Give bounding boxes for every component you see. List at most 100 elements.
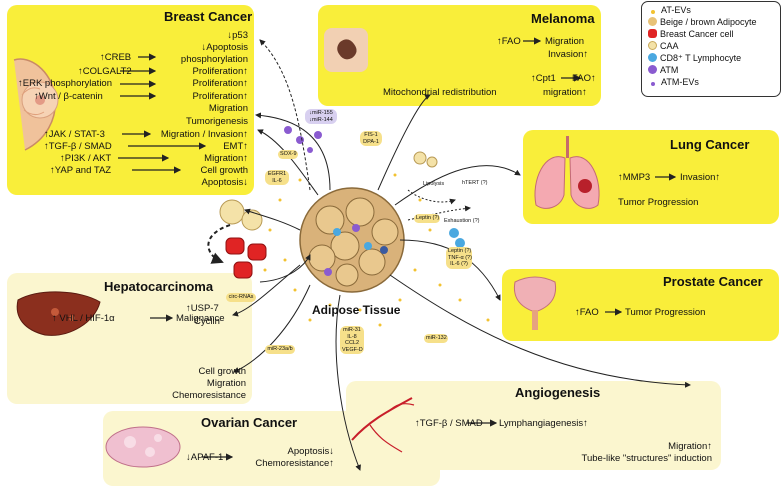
pill-mir155: ↓miR-155↓miR-144 (305, 109, 337, 124)
lung-title: Lung Cancer (670, 137, 750, 152)
beige-adipocyte-icon (648, 17, 657, 26)
breast-pi3k: ↑PI3K / AKT (60, 153, 112, 164)
hepato-title: Hepatocarcinoma (104, 279, 214, 294)
adipose-tissue-label: Adipose Tissue (312, 303, 401, 317)
prostate-progression: Tumor Progression (625, 307, 706, 318)
legend-atm-evs: ATM-EVs (648, 77, 699, 88)
lung-invasion: Invasion↑ (680, 172, 721, 183)
legend: AT-EVs Beige / brown Adipocyte Breast Ca… (641, 1, 781, 97)
dashed-transform-arrow (207, 224, 231, 264)
hepato-cell-growth: Cell growth (198, 366, 246, 377)
breast-prolif-2: Proliferation↑ (192, 78, 248, 89)
melanoma-mito: Mitochondrial redistribution (383, 87, 497, 98)
breast-migration-2: Migration↑ (204, 153, 248, 164)
pill-leptin-tnf: Leptin (?)TNF-α (?)IL-6 (?) (446, 247, 472, 269)
pill-mir132: miR-132 (424, 334, 448, 343)
pill-mir23: miR-23a/b (265, 345, 295, 354)
lung-illustration-icon (534, 136, 600, 209)
caa-icon (413, 151, 438, 168)
cd8-t-cell-icon (449, 228, 465, 248)
legend-atm: ATM (648, 65, 678, 76)
breast-erk: ↑ERK phosphorylation (18, 78, 112, 89)
breast-migration-invasion: Migration / Invasion↑ (160, 129, 248, 140)
angio-lymph: Lymphangiagenesis↑ (499, 418, 588, 429)
breast-cell-growth: Cell growth (200, 165, 248, 176)
hepato-malignance: Malignance (176, 313, 225, 324)
melanoma-invasion: Invasion↑ (548, 49, 589, 60)
atm-cell-icon (284, 126, 322, 153)
breast-phosphorylation: phosphorylation (180, 54, 248, 65)
angio-tgf: ↑TGF-β / SMAD (415, 418, 483, 429)
caa-icon (648, 41, 657, 50)
breast-colgalt2: ↑COLGALT2 (78, 66, 132, 77)
atm-cell-icon (648, 65, 657, 74)
liver-illustration-icon (16, 291, 101, 336)
melanoma-migration-up: migration↑ (543, 87, 587, 98)
breast-apoptosis-down: Apoptosis↓ (201, 177, 248, 188)
ovarian-apaf1: ↓APAF-1 (186, 452, 224, 463)
melanoma-fao: ↑FAO (497, 36, 521, 47)
pill-sox9: SOX-9 (278, 150, 298, 159)
breast-migration: Migration (208, 103, 248, 114)
hepato-usp7: ↑USP-7 (186, 303, 219, 314)
lung-mmp3: ↑MMP3 (618, 172, 651, 183)
at-ev-icon (651, 10, 655, 14)
legend-cd8: CD8⁺ T Lymphocyte (648, 53, 741, 64)
angio-tube: Tube-like "structures" induction (581, 453, 712, 464)
pill-leptin: Leptin (?) (414, 214, 440, 223)
breast-yap: ↑YAP and TAZ (50, 165, 112, 176)
prostate-title: Prostate Cancer (663, 274, 763, 289)
melanoma-title: Melanoma (531, 11, 595, 26)
legend-caa: CAA (648, 41, 679, 52)
melanoma-migration: Migration (545, 36, 585, 47)
legend-beige: Beige / brown Adipocyte (648, 17, 757, 28)
blood-vessels-icon (351, 397, 415, 453)
breast-cancer-title: Breast Cancer (164, 9, 253, 24)
ovary-illustration-icon (105, 426, 181, 468)
atm-ev-icon (651, 82, 655, 86)
ovarian-chemo: Chemoresistance↑ (255, 458, 334, 469)
lung-cancer-panel (523, 130, 779, 224)
label-htert: hTERT (?) (462, 180, 488, 186)
legend-at-evs: AT-EVs (648, 5, 691, 16)
breast-creb: ↑CREB (100, 52, 132, 63)
breast-emt: EMT↑ (223, 141, 248, 152)
hepato-vhl: ↑ VHL / HIF-1α (52, 313, 115, 324)
breast-cancer-cell-icon (648, 29, 657, 38)
hepato-chemoresistance: Chemoresistance (172, 390, 246, 401)
pill-circ-rnas: circ-RNAs (226, 293, 256, 302)
melanoma-fao-up: FAO↑ (572, 73, 596, 84)
label-exhaustion: Exhaustion (?) (444, 218, 480, 224)
adipose-tissue-illustration-icon (299, 187, 405, 293)
legend-breast-cell: Breast Cancer cell (648, 29, 734, 40)
lung-progression: Tumor Progression (618, 197, 699, 208)
prostate-fao: ↑FAO (575, 307, 599, 318)
label-lipolysis: Lipolysis (423, 181, 445, 187)
ovarian-title: Ovarian Cancer (201, 415, 298, 430)
melanoma-skin-icon (324, 28, 368, 72)
breast-wnt: ↑Wnt / β-catenin (34, 91, 103, 102)
breast-cancer-cell-icon (225, 237, 267, 279)
beige-adipocyte-icon (219, 199, 263, 231)
prostate-illustration-icon (513, 276, 557, 330)
ovarian-apoptosis: Apoptosis↓ (287, 446, 334, 457)
angiogenesis-panel (346, 381, 721, 470)
breast-p53: ↓p53 (227, 30, 248, 41)
panel-arrows (118, 37, 677, 461)
angio-title: Angiogenesis (515, 385, 601, 400)
hepato-migration: Migration (206, 378, 246, 389)
breast-prolif-3: Proliferation↑ (192, 91, 248, 102)
hepato-cyclin: Cyclin (194, 316, 220, 327)
breast-prolif-1: Proliferation↑ (192, 66, 248, 77)
breast-illustration-icon (13, 58, 59, 151)
breast-apoptosis: ↓Apoptosis (201, 42, 248, 53)
melanoma-cpt1: ↑Cpt1 (531, 73, 556, 84)
breast-tgf: ↑TGF-β / SMAD (44, 141, 112, 152)
angio-migration: Migration↑ (668, 441, 712, 452)
breast-jak: ↑JAK / STAT-3 (44, 129, 105, 140)
breast-tumorigenesis: Tumorigenesis (186, 116, 248, 127)
cd8-t-cell-icon (648, 53, 657, 62)
